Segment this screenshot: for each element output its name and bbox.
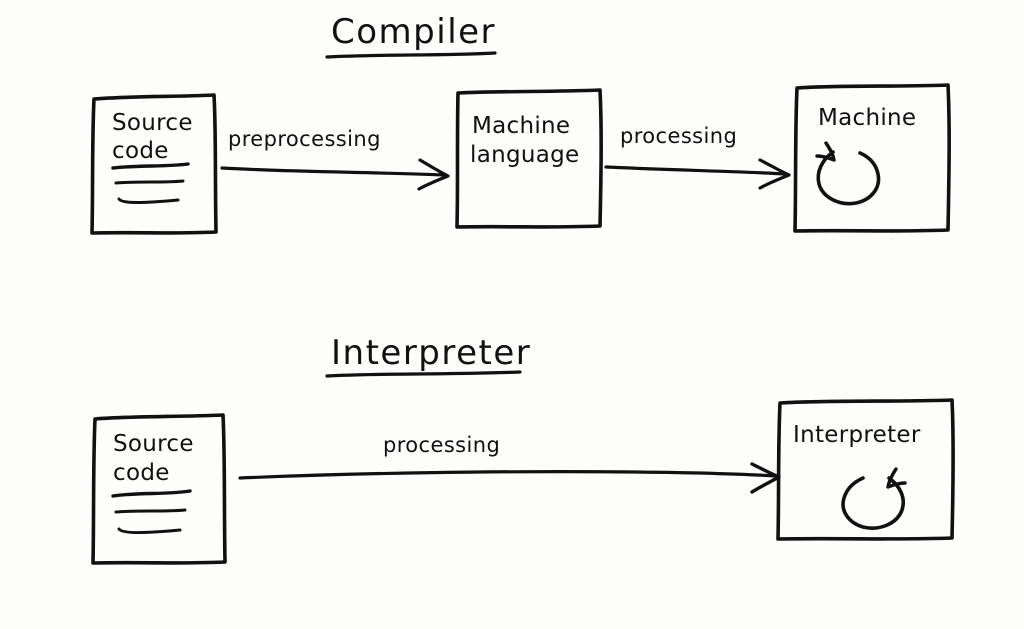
interpreter-box [776, 398, 955, 541]
source-code-box-2-label-line1: Source [113, 431, 194, 457]
machine-language-box-label-line1: Machine [472, 113, 571, 139]
machine-language-box [455, 88, 603, 229]
source-code-box-1-label-line2: code [112, 138, 169, 164]
arrow-processing-interpreter-shaft [238, 470, 778, 480]
arrow-processing-compiler-shaft [604, 165, 788, 176]
compiler-section-title: Compiler [331, 12, 497, 52]
loop-arrow-head-interpreter [886, 467, 907, 489]
arrow-processing-interpreter-head [750, 462, 781, 494]
source-code-box-1-label-line1: Source [112, 110, 193, 136]
source-code-box-1 [90, 93, 218, 235]
interpreter-section-title: Interpreter [331, 333, 532, 373]
loop-arrow-icon-interpreter [841, 476, 906, 530]
interpreter-box-label: Interpreter [793, 422, 921, 448]
source-code-line-2c [117, 527, 182, 534]
arrow-preprocessing-shaft [220, 166, 447, 177]
edge-label-preprocessing: preprocessing [228, 127, 381, 151]
source-code-line-2a [111, 489, 192, 498]
source-code-line-2b [114, 508, 187, 514]
source-code-box-2-label-line2: code [113, 460, 170, 486]
machine-language-box-label-line2: language [470, 142, 580, 168]
source-code-line-1b [114, 179, 185, 185]
source-code-box-2 [91, 413, 227, 565]
machine-box-label: Machine [818, 105, 917, 131]
compiler-title-underline [325, 51, 497, 59]
source-code-line-1c [117, 197, 180, 204]
arrow-preprocessing-head [417, 158, 450, 191]
interpreter-title-underline [325, 370, 522, 378]
loop-arrow-head-machine [815, 141, 836, 162]
edge-label-processing-interpreter: processing [383, 433, 501, 457]
loop-arrow-icon-machine [816, 150, 881, 206]
arrow-processing-compiler-head [758, 158, 791, 190]
source-code-line-1a [111, 162, 190, 170]
edge-label-processing-compiler: processing [620, 124, 738, 148]
machine-box [793, 83, 951, 233]
